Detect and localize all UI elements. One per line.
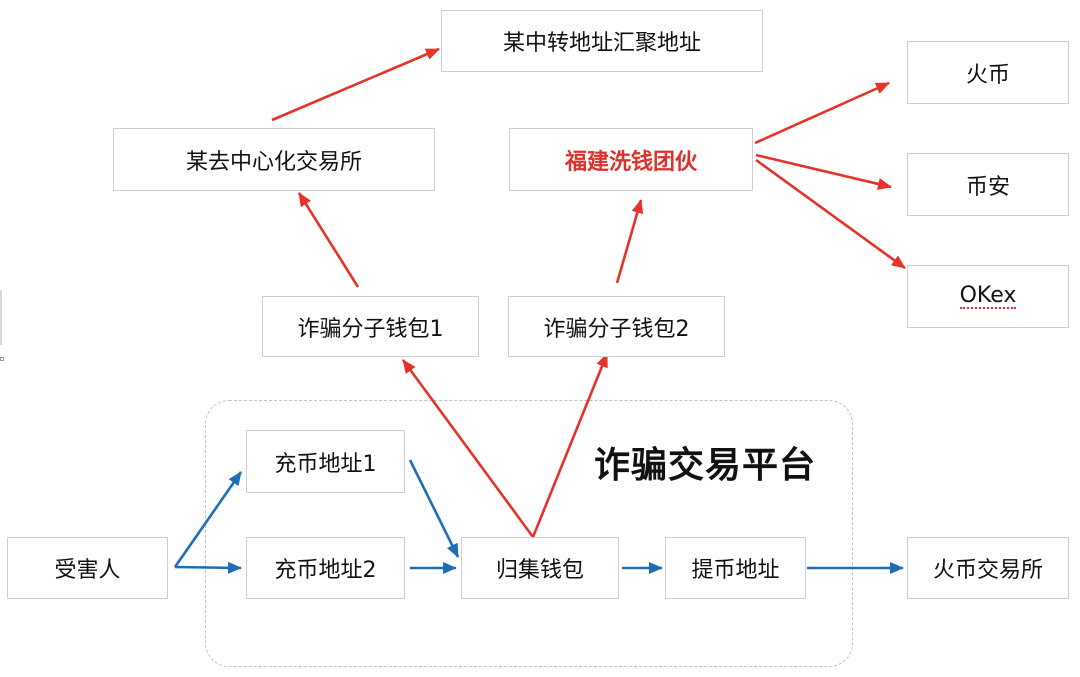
node-withdrawal-address-label: 提币地址 (691, 558, 780, 583)
node-huobi-exchange: 火币交易所 (907, 537, 1069, 599)
node-decentralized-exchange: 某去中心化交易所 (113, 128, 435, 191)
node-victim: 受害人 (7, 537, 168, 599)
node-huobi: 火币 (907, 41, 1069, 104)
node-victim-label: 受害人 (54, 558, 121, 583)
node-deposit-address-2-label: 充币地址2 (274, 558, 377, 583)
node-huobi-label: 火币 (965, 62, 1010, 88)
node-collection-wallet-label: 归集钱包 (495, 558, 584, 583)
node-okex-label: OKex (959, 282, 1017, 310)
node-aggregation-address: 某中转地址汇聚地址 (441, 10, 763, 72)
node-binance-label: 币安 (965, 174, 1010, 200)
node-deposit-address-1: 充币地址1 (246, 430, 405, 493)
arrow-wallet2-to-fujian (615, 199, 644, 284)
scam-platform-title: 诈骗交易平台 (594, 445, 817, 486)
arrow-wallet1-to-dex (297, 192, 360, 288)
arrow-fujian-to-huobi (754, 81, 890, 145)
node-huobi-exchange-label: 火币交易所 (932, 558, 1043, 583)
node-scammer-wallet-1-label: 诈骗分子钱包1 (297, 316, 444, 342)
node-aggregation-address-label: 某中转地址汇聚地址 (502, 31, 701, 56)
node-scammer-wallet-2: 诈骗分子钱包2 (508, 296, 725, 357)
arrow-fujian-to-okex (755, 158, 906, 270)
node-withdrawal-address: 提币地址 (665, 537, 806, 599)
node-collection-wallet: 归集钱包 (461, 537, 619, 599)
node-fujian-gang: 福建洗钱团伙 (509, 128, 753, 191)
edge-artifact-line (0, 290, 2, 345)
node-fujian-gang-label: 福建洗钱团伙 (564, 149, 697, 175)
node-okex: OKex (907, 265, 1069, 328)
edge-artifact-square (0, 357, 4, 361)
node-scammer-wallet-2-label: 诈骗分子钱包2 (543, 316, 690, 342)
node-decentralized-exchange-label: 某去中心化交易所 (185, 149, 362, 175)
arrow-dex-to-aggregation (271, 47, 440, 122)
node-deposit-address-1-label: 充币地址1 (274, 451, 377, 477)
node-scammer-wallet-1: 诈骗分子钱包1 (262, 296, 479, 357)
arrow-fujian-to-binance (755, 153, 892, 190)
node-deposit-address-2: 充币地址2 (246, 537, 405, 599)
node-binance: 币安 (907, 153, 1069, 216)
